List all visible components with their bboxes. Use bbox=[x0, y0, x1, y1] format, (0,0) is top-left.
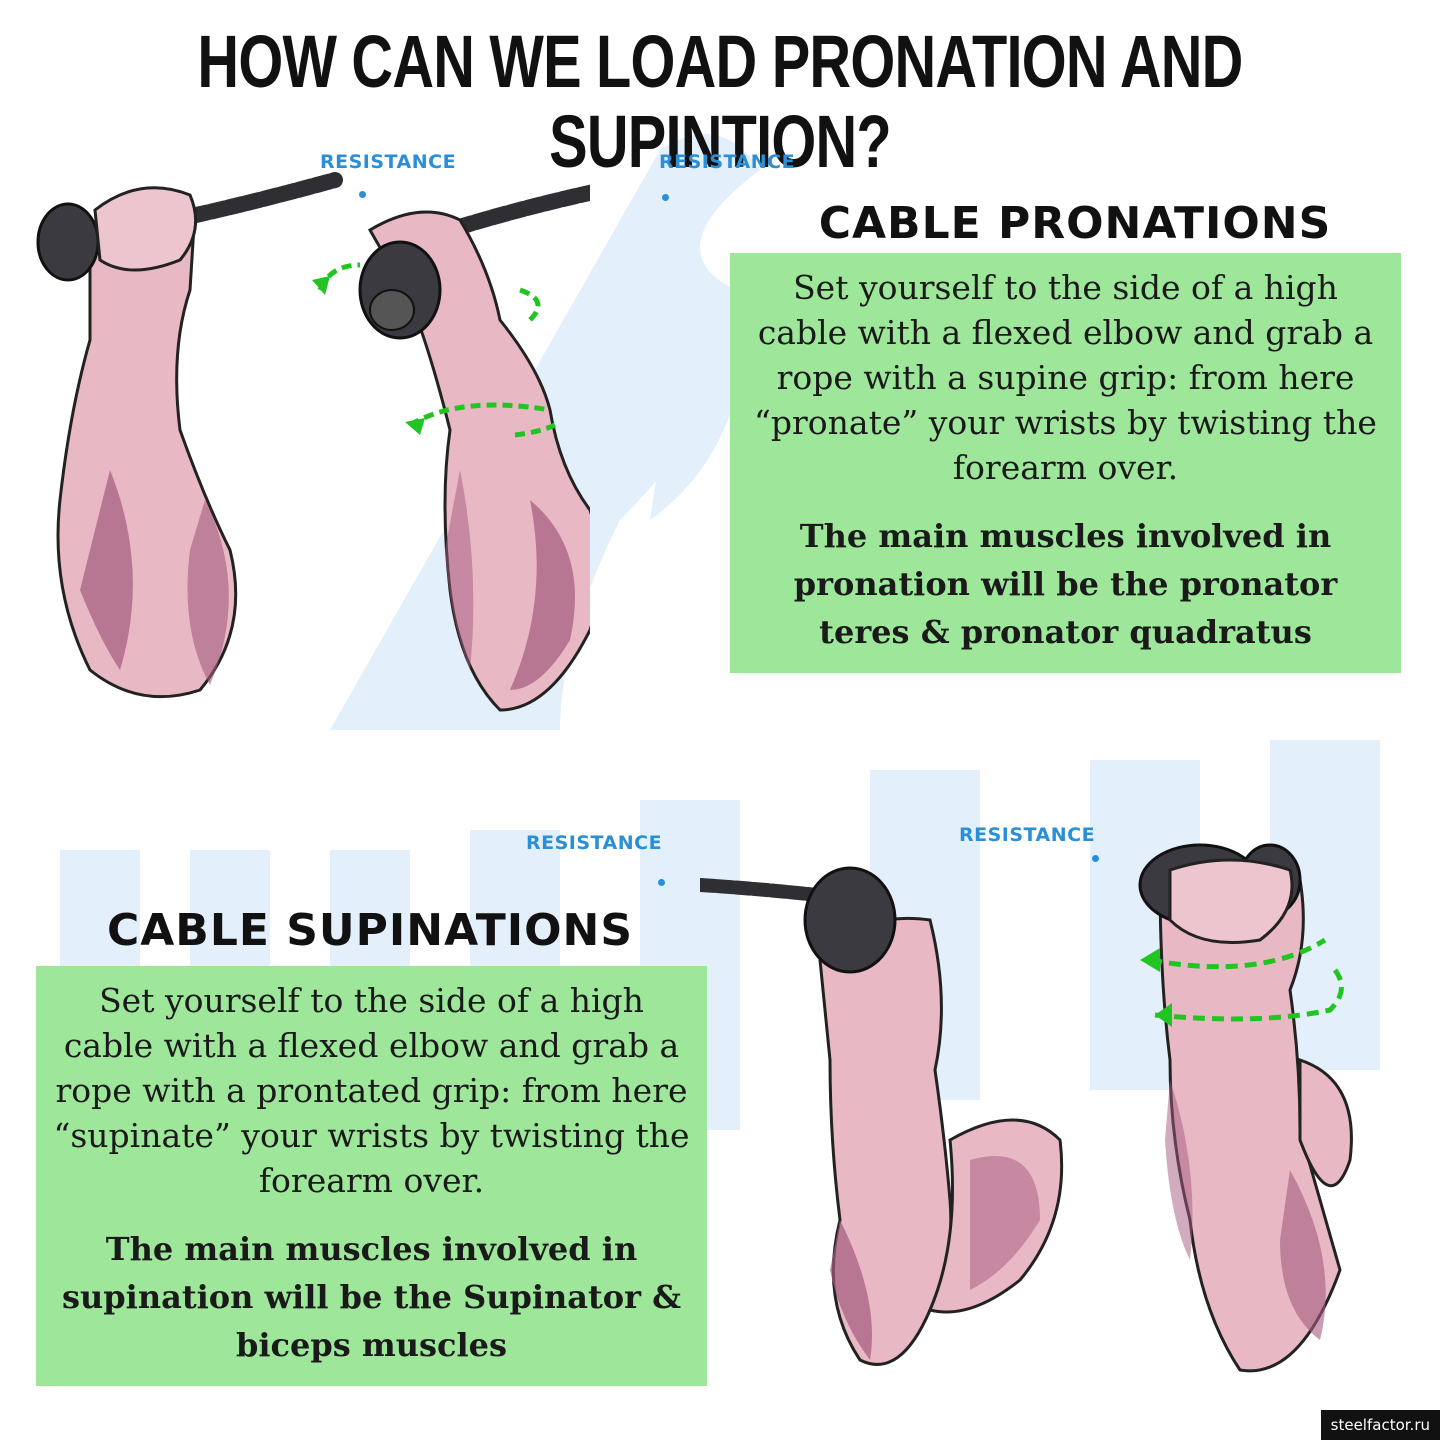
pronation-resistance-label-2: RESISTANCE bbox=[659, 151, 796, 173]
supination-heading: CABLE SUPINATIONS bbox=[106, 905, 634, 956]
supination-resistance-dot-1 bbox=[658, 879, 665, 886]
supination-illustration bbox=[700, 843, 1353, 1373]
pronation-info-box: Set yourself to the side of a high cable… bbox=[730, 253, 1401, 673]
pronation-description: Set yourself to the side of a high cable… bbox=[754, 268, 1377, 487]
supination-resistance-label-1: RESISTANCE bbox=[526, 832, 663, 854]
main-title: HOW CAN WE LOAD PRONATION AND SUPINTION? bbox=[197, 20, 1243, 183]
pronation-muscles: The main muscles involved in pronation w… bbox=[793, 517, 1338, 651]
pronation-resistance-label-1: RESISTANCE bbox=[320, 151, 457, 173]
supination-resistance-label-2: RESISTANCE bbox=[959, 824, 1096, 846]
supination-description: Set yourself to the side of a high cable… bbox=[53, 981, 690, 1200]
pronation-illustration bbox=[36, 172, 590, 712]
pronation-heading: CABLE PRONATIONS bbox=[818, 198, 1332, 249]
pronation-resistance-dot-2 bbox=[662, 194, 669, 201]
supination-info-box: Set yourself to the side of a high cable… bbox=[36, 966, 707, 1386]
pronation-resistance-dot-1 bbox=[359, 191, 366, 198]
supination-muscles: The main muscles involved in supination … bbox=[62, 1230, 681, 1364]
supination-resistance-dot-2 bbox=[1092, 855, 1099, 862]
credit-watermark: steelfactor.ru bbox=[1320, 1410, 1440, 1440]
